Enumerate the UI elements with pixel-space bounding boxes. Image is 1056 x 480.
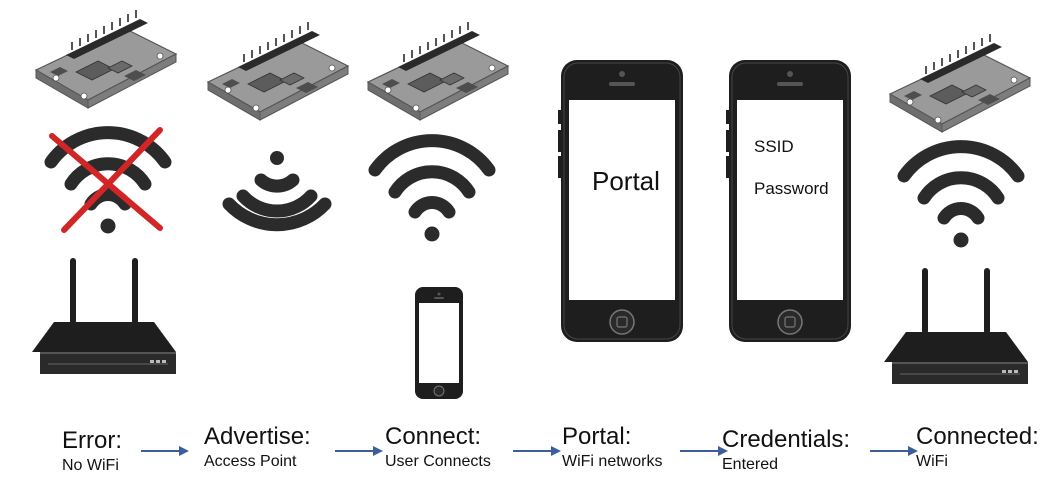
step-title-advertise: Advertise: <box>204 423 311 450</box>
step-subtitle-error: No WiFi <box>62 457 119 474</box>
arrow-icon <box>869 445 919 457</box>
wifi-broadcast-icon <box>229 151 325 225</box>
step-title-connected: Connected: <box>916 423 1039 450</box>
cross-icon <box>49 127 163 233</box>
ssid-label: SSID <box>754 137 794 156</box>
step-subtitle-connected: WiFi <box>916 453 948 470</box>
arrow-icon <box>334 445 384 457</box>
phone-icon <box>725 59 852 343</box>
step-title-error: Error: <box>62 427 122 454</box>
step-title-connect: Connect: <box>385 423 482 450</box>
step-subtitle-connect: User Connects <box>385 453 491 470</box>
step-subtitle-advertise: Access Point <box>204 453 297 470</box>
phone-icon <box>414 286 464 400</box>
arrow-icon <box>140 445 190 457</box>
board-icon <box>35 9 177 109</box>
arrow-icon <box>679 445 729 457</box>
wifi-icon <box>375 141 489 242</box>
board-icon <box>367 21 509 121</box>
step-subtitle-portal: WiFi networks <box>562 453 663 470</box>
arrow-icon <box>512 445 562 457</box>
step-title-portal: Portal: <box>562 423 632 450</box>
router-icon <box>31 257 177 375</box>
router-icon <box>883 267 1029 385</box>
phone-icon <box>557 59 684 343</box>
step-subtitle-credentials: Entered <box>722 456 779 473</box>
step-title-credentials: Credentials: <box>722 426 851 453</box>
password-label: Password <box>754 179 829 198</box>
board-icon <box>889 33 1031 133</box>
board-icon <box>207 21 349 121</box>
portal-screen-text: Portal <box>592 166 660 196</box>
wifi-icon <box>904 147 1018 248</box>
